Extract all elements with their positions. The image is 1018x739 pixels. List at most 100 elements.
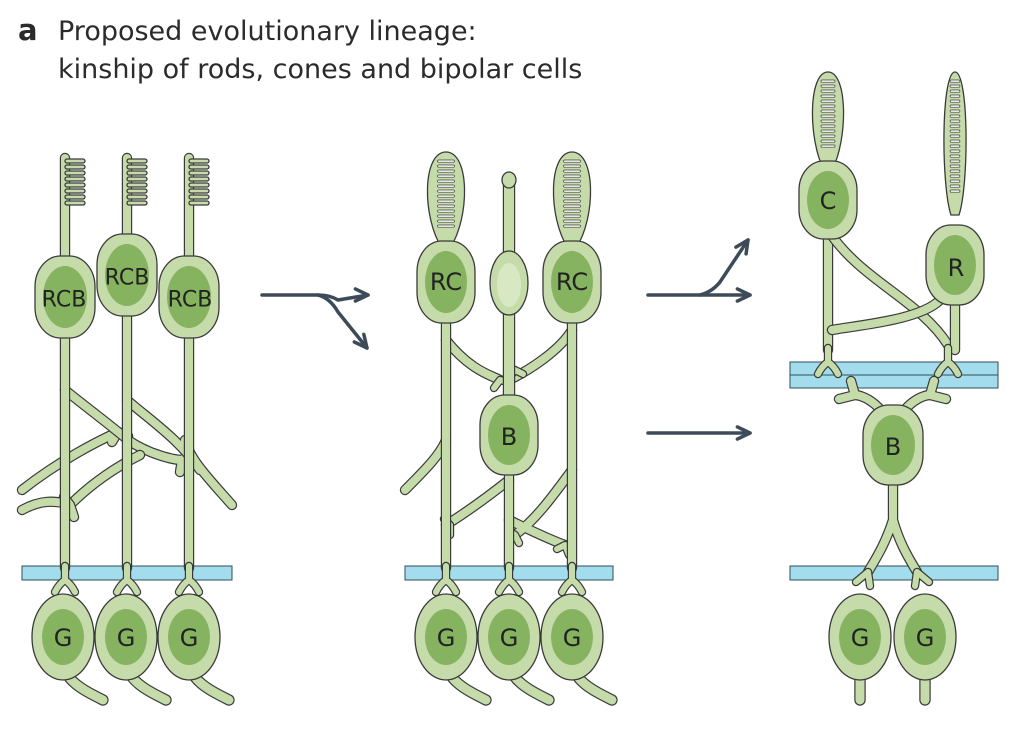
b-label-p2: B — [501, 423, 517, 451]
outer-segment-comb-disc — [188, 170, 210, 176]
ganglion-cell-p1-2-nucleus — [105, 609, 147, 665]
rod-outer-segment-disc — [949, 79, 961, 83]
bipolar-dendrites — [835, 377, 950, 434]
rc-cell-1-nucleus — [425, 251, 467, 313]
outer-segment-ladder-disc — [437, 224, 455, 228]
axon-terminal — [176, 563, 202, 595]
rod-outer-segment-disc — [949, 119, 961, 123]
outer-segment-ladder-disc — [563, 189, 581, 193]
outer-segment-ladder-disc — [563, 174, 581, 178]
outer-segment-ladder-disc — [437, 209, 455, 213]
outer-segment-comb-disc — [64, 200, 86, 206]
rod-outer-segment-disc — [949, 114, 961, 118]
arrow-2-head-main — [735, 287, 752, 303]
g-label-p1-1: G — [54, 624, 73, 652]
rc-label-2: RC — [556, 268, 588, 296]
rod-outer-segment-disc — [949, 94, 961, 98]
outer-segment-comb-disc — [64, 194, 86, 200]
arrow-2-branch — [698, 238, 750, 297]
cone-outer-segment-disc — [820, 144, 836, 148]
rod-outer-segment-disc — [949, 159, 961, 163]
cone-cell-nucleus — [807, 171, 849, 229]
b-label-p3: B — [885, 433, 901, 461]
rod-outer-segment-disc — [949, 179, 961, 183]
rod-outer-segment-disc — [949, 174, 961, 178]
rod-outer-segment-disc — [949, 99, 961, 103]
outer-segment-comb-disc — [188, 188, 210, 194]
outer-segment-ladder-disc — [437, 219, 455, 223]
ganglion-cell-p2-2-nucleus — [488, 609, 530, 665]
g-label-p2-3: G — [563, 624, 582, 652]
g-label-p3-2: G — [916, 624, 935, 652]
ganglion-cell-p2-3-nucleus — [551, 609, 593, 665]
outer-segment-ladder-disc — [437, 199, 455, 203]
outer-segment-ladder-disc — [563, 204, 581, 208]
crossing-fibre — [401, 436, 450, 494]
cone-outer-segment-disc — [820, 119, 836, 123]
outer-segment-comb-disc — [64, 188, 86, 194]
rod-cell-nucleus — [934, 235, 976, 295]
outer-segment-ladder-disc — [563, 199, 581, 203]
outer-segment-ladder-disc — [563, 159, 581, 163]
outer-segment-comb-disc — [126, 170, 148, 176]
cone-outer-segment-disc — [820, 124, 836, 128]
rod-label: R — [948, 254, 965, 282]
bipolar-cell-p3-nucleus — [871, 415, 915, 475]
rod-outer-segment-disc — [949, 104, 961, 108]
rod-outer-segment-disc — [949, 139, 961, 143]
cone-outer-segment-disc — [820, 129, 836, 133]
rod-outer-segment-disc — [949, 134, 961, 138]
outer-segment-ladder-disc — [563, 164, 581, 168]
outer-segment-ladder-disc — [437, 194, 455, 198]
cone-outer-segment-disc — [820, 84, 836, 88]
panel-1-ancestral-cells — [16, 152, 238, 706]
rod-outer-segment-disc — [949, 124, 961, 128]
rcb-label-1: RCB — [42, 288, 87, 313]
cone-outer-segment-disc — [820, 139, 836, 143]
arrow-1-branch — [316, 293, 369, 350]
crossing-fibre — [66, 451, 144, 509]
outer-segment-ladder-disc — [563, 194, 581, 198]
rod-crossing-fibre — [828, 296, 944, 334]
outer-segment-comb-disc — [126, 182, 148, 188]
outer-segment-ladder-disc — [563, 214, 581, 218]
arrow-2-head-branch — [734, 238, 750, 256]
middle-cell-bulb-highlight — [497, 263, 521, 307]
outer-segment-ladder-disc — [437, 214, 455, 218]
axon-terminal — [496, 563, 522, 595]
rod-outer-segment-disc — [949, 109, 961, 113]
outer-segment-comb-disc — [188, 176, 210, 182]
g-label-p1-3: G — [180, 624, 199, 652]
cone-outer-segment-disc — [820, 99, 836, 103]
ganglion-cell-p2-1-nucleus — [425, 609, 467, 665]
outer-segment-comb-disc — [64, 170, 86, 176]
rcb-label-2: RCB — [105, 266, 150, 291]
axon-terminal — [114, 563, 140, 595]
outer-segment-ladder-disc — [563, 179, 581, 183]
arrow-1-head-branch — [352, 332, 369, 350]
outer-segment-comb-disc — [126, 200, 148, 206]
rod-outer-segment-disc — [949, 149, 961, 153]
cone-outer-segment-disc — [820, 109, 836, 113]
rod-outer-segment-disc — [949, 169, 961, 173]
cone-label: C — [820, 187, 837, 215]
outer-segment-comb-disc — [188, 182, 210, 188]
title-line-1: Proposed evolutionary lineage: — [58, 16, 477, 47]
rcb-cell-3-nucleus — [167, 266, 211, 328]
crossing-fibre — [18, 428, 132, 494]
outer-segment-ladder-disc — [437, 184, 455, 188]
outer-segment-ladder-disc — [563, 224, 581, 228]
cone-terminal — [815, 345, 841, 377]
rod-outer-segment-disc — [949, 89, 961, 93]
rod-outer-segment-disc — [949, 184, 961, 188]
outer-segment-comb-disc — [188, 164, 210, 170]
outer-segment-comb-disc — [188, 200, 210, 206]
arrows — [260, 238, 752, 441]
arrow-1-head-main — [353, 287, 370, 303]
outer-segment-comb-disc — [126, 188, 148, 194]
outer-segment-ladder-disc — [563, 209, 581, 213]
rod-outer-segment — [943, 71, 967, 216]
arrow-1-main — [260, 293, 370, 302]
panel-3-modern-cells — [798, 71, 985, 706]
